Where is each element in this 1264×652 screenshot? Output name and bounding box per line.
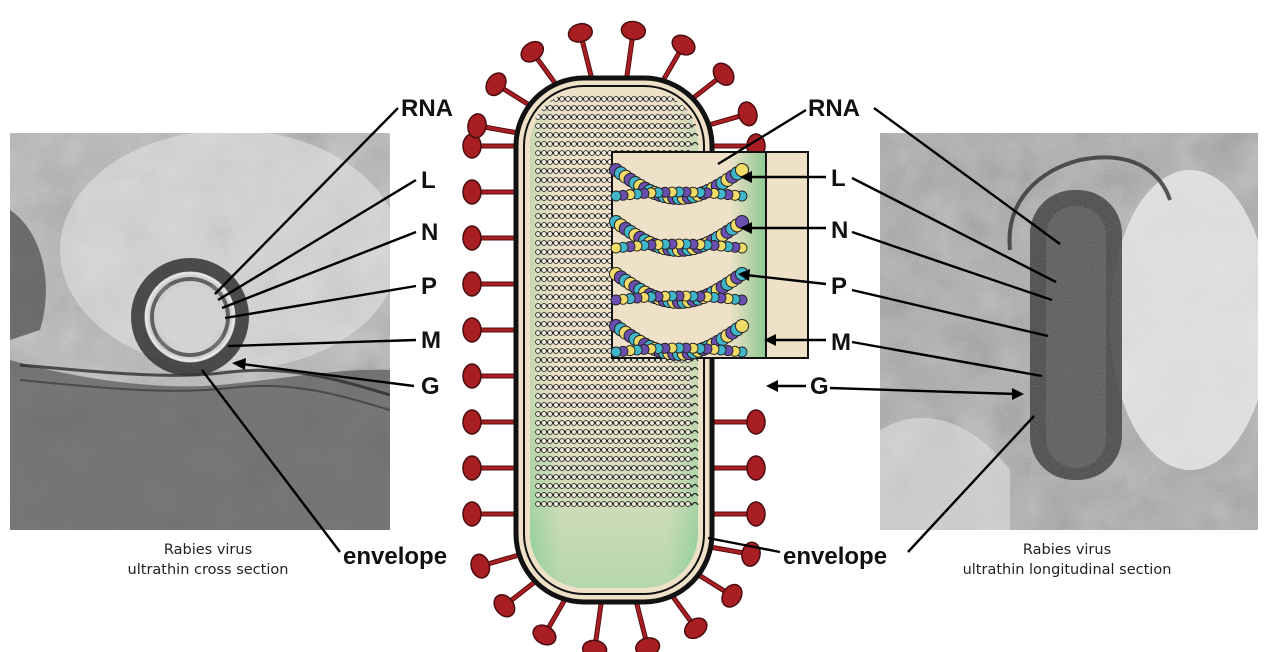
left-caption-line1: Rabies virus <box>164 542 252 558</box>
spike <box>582 604 608 652</box>
right-label-p: P <box>831 273 847 300</box>
spike <box>468 552 524 580</box>
right-label-m: M <box>831 329 851 356</box>
spike <box>661 31 699 85</box>
spike <box>463 180 518 204</box>
left-label-rna: RNA <box>401 95 453 122</box>
spike <box>463 318 518 342</box>
spike <box>706 541 762 568</box>
spike <box>530 595 568 649</box>
spike <box>490 577 541 620</box>
spike <box>463 502 518 526</box>
spike <box>463 364 518 388</box>
spike <box>620 20 646 76</box>
spike <box>687 59 738 102</box>
spike <box>710 410 765 434</box>
longitudinal-section-micrograph <box>880 133 1264 530</box>
left-label-l: L <box>421 167 436 194</box>
left-label-envelope: envelope <box>343 543 447 570</box>
left-label-n: N <box>421 219 438 246</box>
left-label-p: P <box>421 273 437 300</box>
right-label-l: L <box>831 165 846 192</box>
spike <box>669 591 711 643</box>
spike <box>466 112 522 139</box>
spike <box>703 100 759 128</box>
spike <box>463 410 518 434</box>
spike <box>710 456 765 480</box>
virion-illustration <box>463 20 808 652</box>
spike <box>517 37 559 89</box>
right-caption-line2: ultrathin longitudinal section <box>963 562 1172 578</box>
spike <box>463 226 518 250</box>
spike <box>463 456 518 480</box>
spike <box>482 69 535 108</box>
right-label-envelope: envelope <box>783 543 887 570</box>
spike <box>463 272 518 296</box>
spike <box>634 602 662 652</box>
cross-section-micrograph <box>10 130 400 530</box>
right-caption-line1: Rabies virus <box>1023 542 1111 558</box>
right-label-rna: RNA <box>808 95 860 122</box>
spike <box>710 502 765 526</box>
spike <box>693 571 746 610</box>
nucleocapsid-inset <box>610 152 809 361</box>
right-label-g: G <box>810 373 829 400</box>
spike <box>567 21 595 77</box>
left-label-m: M <box>421 327 441 354</box>
right-label-n: N <box>831 217 848 244</box>
left-label-g: G <box>421 373 440 400</box>
spike <box>463 134 518 158</box>
left-caption-line2: ultrathin cross section <box>128 562 289 578</box>
